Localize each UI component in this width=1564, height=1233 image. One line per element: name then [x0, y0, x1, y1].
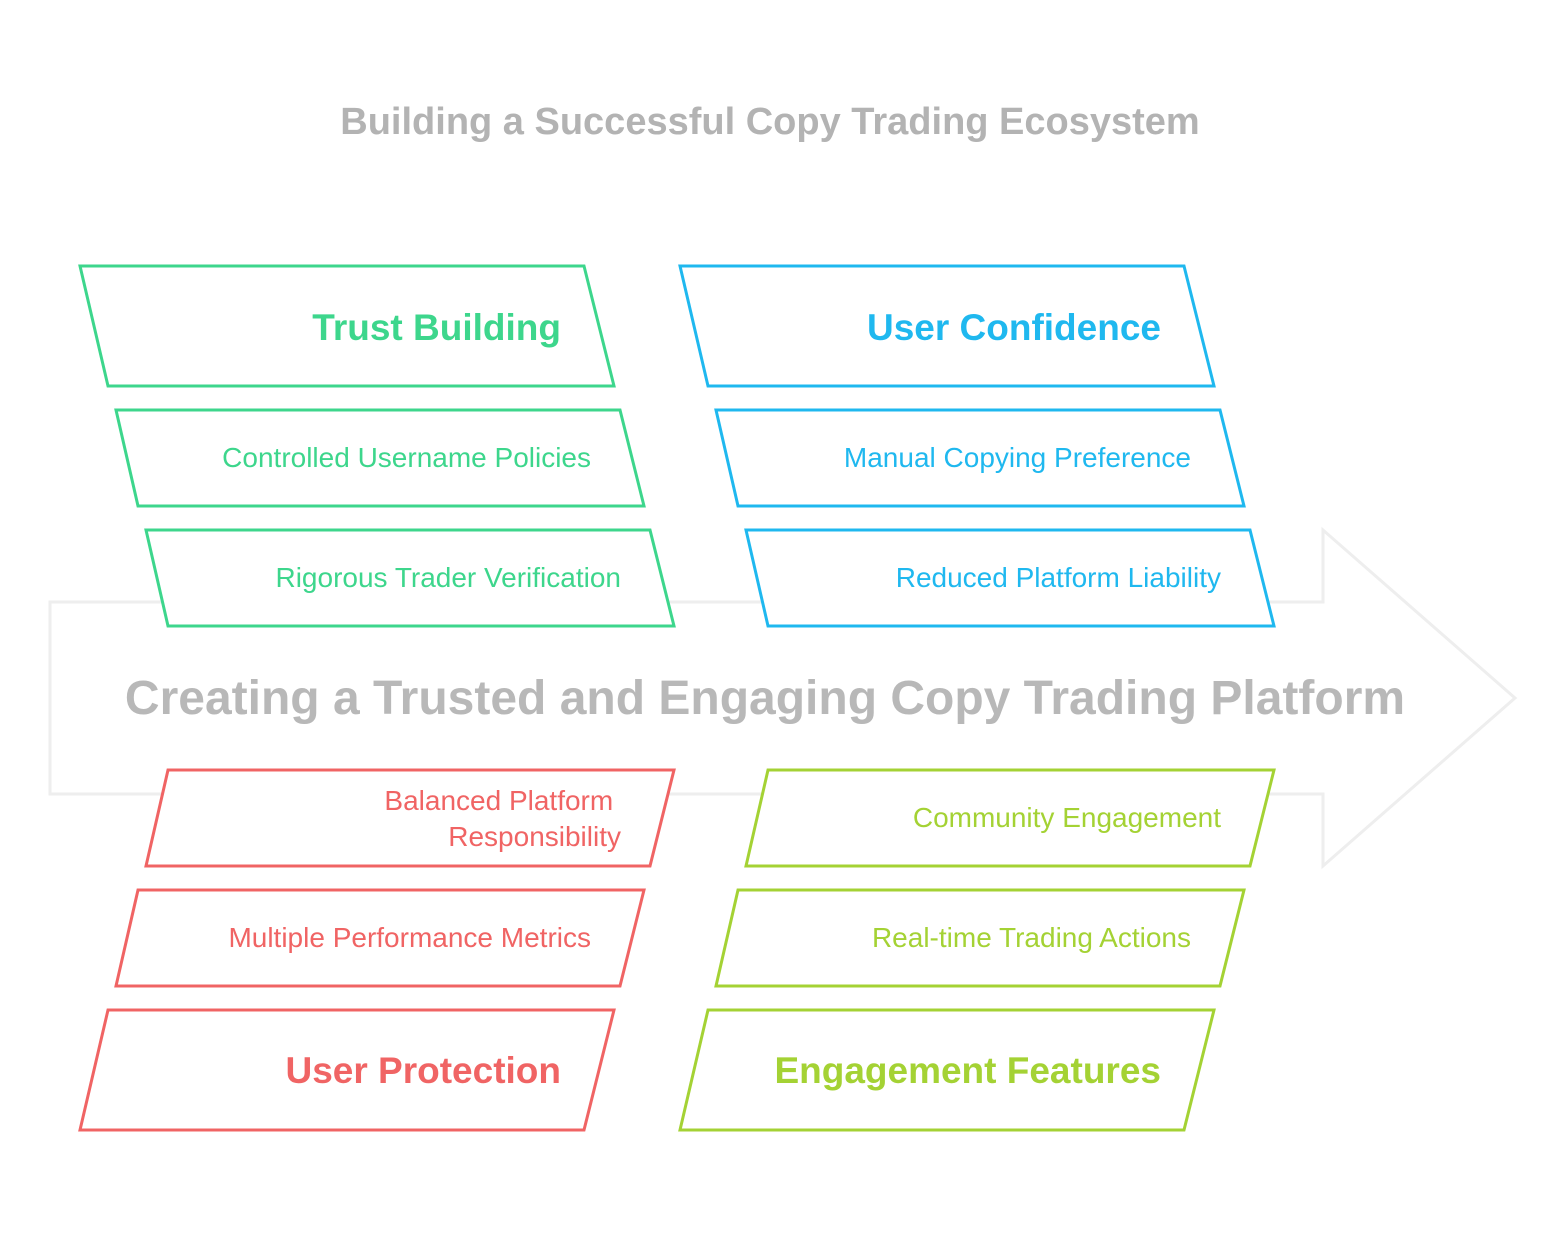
trust-building-item-1: Controlled Username Policies	[222, 442, 591, 473]
group-trust-building: Trust Building Controlled Username Polic…	[78, 264, 676, 628]
engagement-features-item-2-box	[714, 888, 1246, 988]
user-confidence-item-1: Manual Copying Preference	[844, 442, 1191, 473]
engagement-features-header-box	[678, 1008, 1216, 1132]
user-confidence-label: User Confidence	[867, 307, 1161, 348]
user-protection-item-1-line-2: Responsibility	[448, 821, 621, 852]
user-confidence-item-2-box	[744, 528, 1276, 628]
engagement-features-label: Engagement Features	[774, 1050, 1161, 1091]
trust-building-item-2: Rigorous Trader Verification	[275, 562, 621, 593]
engagement-features-item-1: Community Engagement	[913, 802, 1221, 833]
spine-label: Creating a Trusted and Engaging Copy Tra…	[125, 672, 1405, 725]
user-confidence-header-box	[678, 264, 1216, 388]
group-user-protection: Balanced Platform Responsibility Multipl…	[78, 768, 676, 1132]
trust-building-label: Trust Building	[312, 307, 561, 348]
trust-building-header-box	[78, 264, 616, 388]
user-protection-item-1: Balanced Platform Responsibility	[384, 785, 621, 852]
user-protection-header-box	[78, 1008, 616, 1132]
trust-building-item-2-box	[144, 528, 676, 628]
user-confidence-item-2: Reduced Platform Liability	[896, 562, 1221, 593]
user-protection-item-1-line-1: Balanced Platform	[384, 785, 613, 816]
group-engagement-features: Community Engagement Real-time Trading A…	[678, 768, 1276, 1132]
engagement-features-item-2: Real-time Trading Actions	[872, 922, 1191, 953]
trust-building-item-1-box	[114, 408, 646, 508]
user-confidence-item-1-box	[714, 408, 1246, 508]
user-protection-label: User Protection	[285, 1050, 561, 1091]
user-protection-item-1-box	[144, 768, 676, 868]
user-protection-item-2-box	[114, 888, 646, 988]
user-protection-item-2: Multiple Performance Metrics	[228, 922, 591, 953]
engagement-features-item-1-box	[744, 768, 1276, 868]
group-user-confidence: User Confidence Manual Copying Preferenc…	[678, 264, 1276, 628]
diagram-title: Building a Successful Copy Trading Ecosy…	[340, 101, 1199, 143]
